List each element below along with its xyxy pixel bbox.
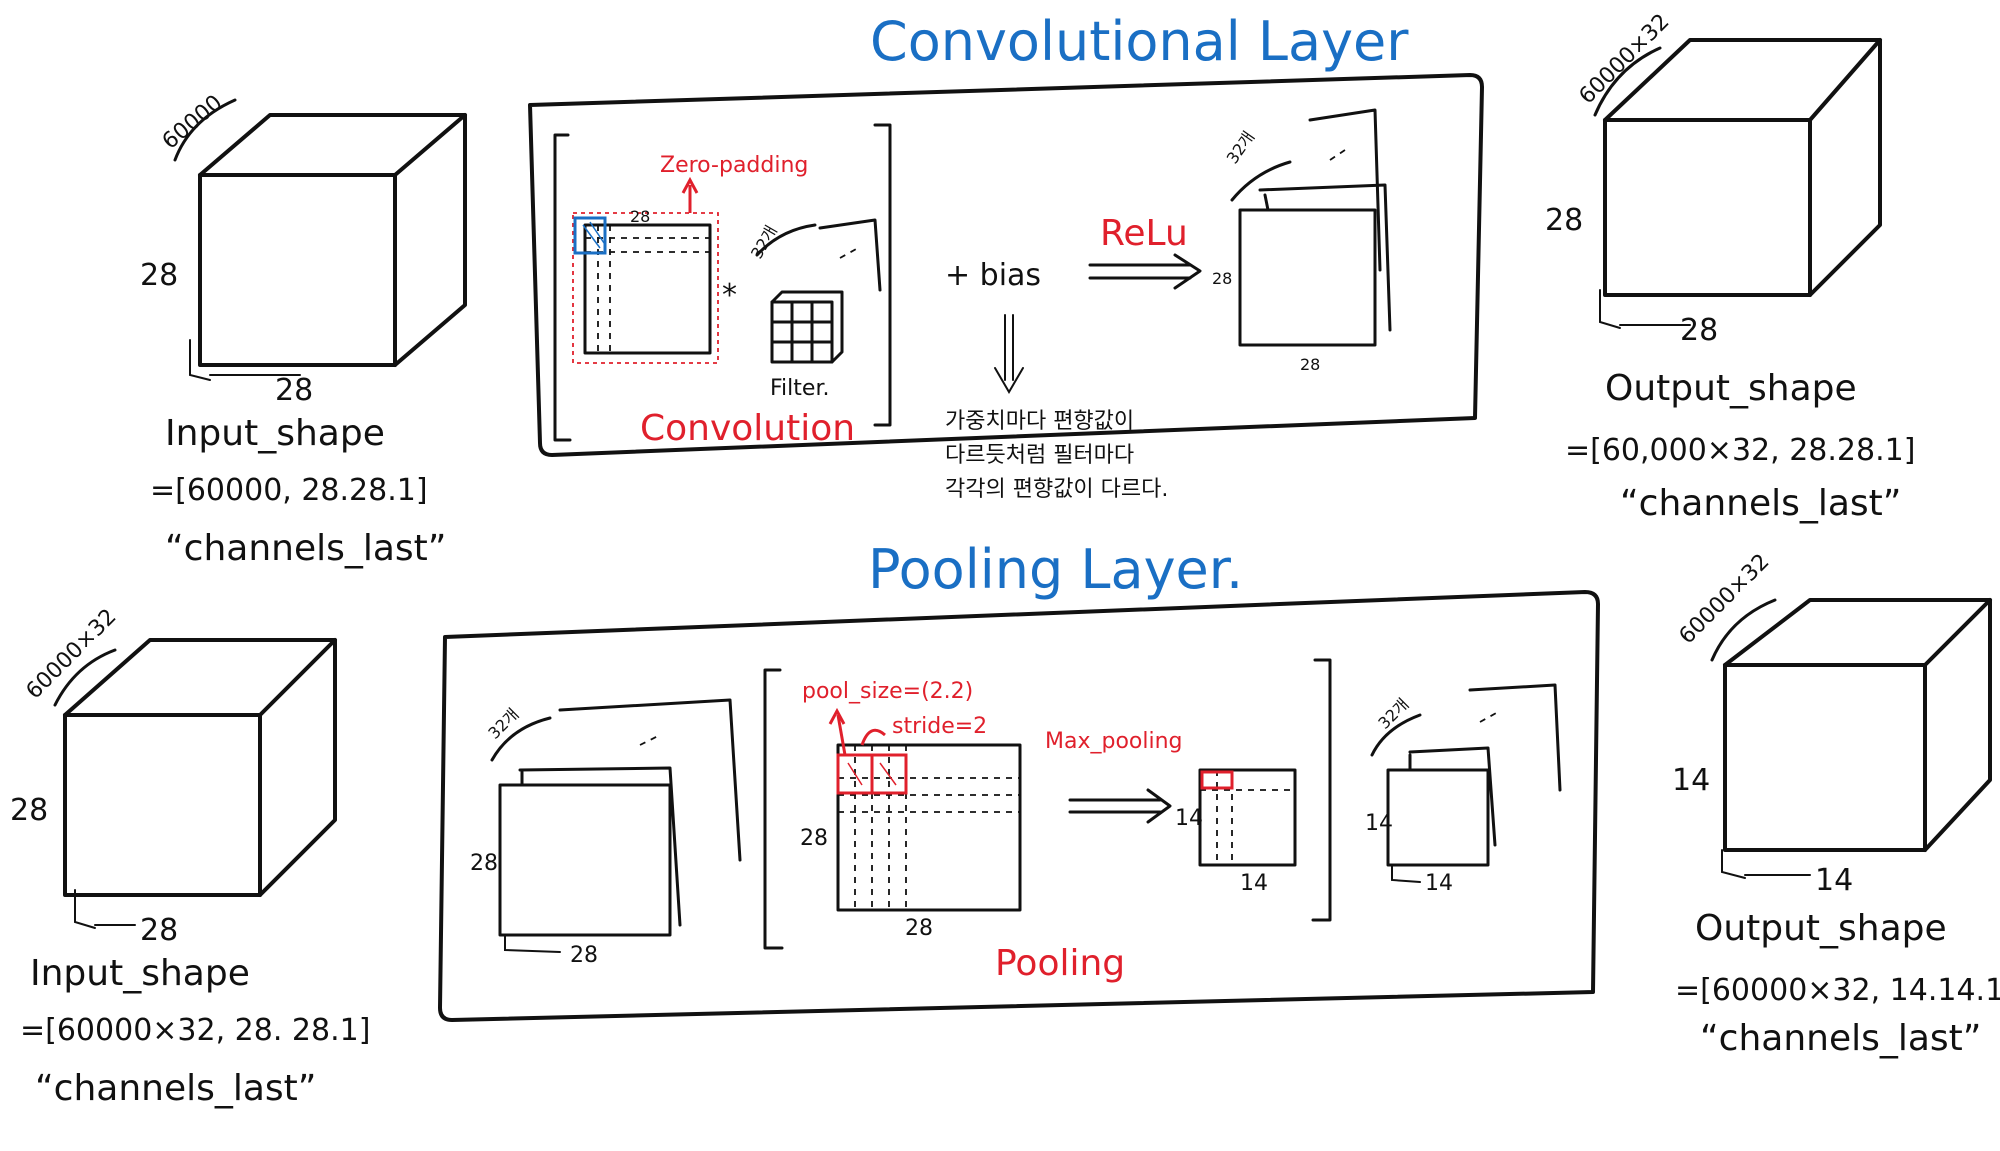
pooled-map-width-label: 14 [1240,871,1268,896]
conv-input-width-label: 28 [275,373,313,408]
pool-grid-height-label: 28 [800,826,828,851]
pool-stack-in-back [558,698,742,862]
feature-map-height-label: 28 [1212,269,1232,288]
conv-output-depth-arc [1593,46,1662,117]
pool-size-label: pool_size=(2.2) [802,679,973,704]
pooled-max-cells [1200,770,1234,790]
pool-window-2 [870,753,908,795]
stride-arrow [860,728,886,746]
conv-input-depth-label: 60000 [158,90,228,154]
stride-label: stride=2 [892,714,987,739]
conv-multiply-symbol: * [722,278,737,313]
conv-output-depth-label: 60000×32 [1575,9,1675,109]
conv-layer-box [528,73,1484,457]
feature-map-middle-layer [1258,183,1392,332]
relu-arrow [1088,253,1202,290]
pool-stack-in-middle [518,766,682,927]
conv-input-format: “channels_last” [165,528,446,569]
conv-output-height-label: 28 [1545,203,1583,238]
pool-input-width-label: 28 [140,913,178,948]
feature-map-back-layer [1308,108,1382,272]
pool-stack-out-middle [1408,746,1497,847]
bias-note-line-2: 다르듯처럼 필터마다 [945,443,1134,468]
pooled-map [1198,768,1297,867]
pool-input-format: “channels_last” [35,1068,316,1109]
pool-output-format: “channels_last” [1700,1018,1981,1059]
pool-stack-in-height-label: 28 [470,851,498,876]
pool-output-depth-label: 60000×32 [1675,549,1775,649]
pool-left-bracket [763,668,784,950]
filter-label: Filter. [770,376,829,401]
feature-map-count-label: 32개 [1223,128,1259,168]
feature-map-front [1238,208,1377,347]
pool-stack-in-front [498,783,672,937]
pool-stack-in-count-arc [490,716,552,762]
conv-output-cube [1603,38,1882,297]
pool-output-shape-value: =[60000×32, 14.14.1] [1675,973,2000,1008]
pool-size-arrow [836,714,847,756]
pool-input-cube [63,638,337,897]
pool-output-width-label: 14 [1815,863,1853,898]
conv-left-bracket [553,133,572,442]
max-pooling-arrow [1068,788,1172,824]
filter-count-arc [755,223,817,257]
convolution-label: Convolution [640,408,855,449]
pool-stack-out-height-label: 14 [1365,811,1393,836]
bias-note-line-1: 가중치마다 편향값이 [945,409,1134,434]
pool-right-bracket [1311,658,1332,922]
conv-right-bracket [873,123,892,427]
conv-output-shape-value: =[60,000×32, 28.28.1] [1565,433,1915,468]
pool-input-grid [836,743,1022,912]
zero-padding-label: Zero-padding [660,153,808,178]
conv-kernel-window [573,216,607,255]
zero-padding-border [572,212,719,364]
bias-label: + bias [945,258,1041,293]
pool-stack-in-count-label: 32개 [484,705,522,743]
pool-output-cube [1723,598,1992,852]
max-pooling-label: Max_pooling [1045,729,1183,754]
feature-map-count-arc [1230,160,1292,202]
feature-map-width-label: 28 [1300,355,1320,374]
pool-grid-width-label: 28 [905,916,933,941]
pool-stack-out-width-label: 14 [1425,871,1453,896]
pool-layer-box [438,590,1600,1022]
pool-input-height-label: 28 [10,793,48,828]
pool-input-depth-arc [53,648,117,707]
pool-stack-out-front [1386,768,1490,867]
pooling-label: Pooling [995,943,1125,984]
conv-input-shape-caption: Input_shape [165,413,385,454]
conv-layer-title: Convolutional Layer [870,10,1409,73]
pool-stack-out-count-arc [1370,713,1422,757]
pool-stack-out-back [1468,683,1562,792]
conv-input-shape-value: =[60000, 28.28.1] [150,473,428,508]
conv-output-shape-caption: Output_shape [1605,368,1857,409]
bias-note-arrow [994,314,1024,394]
filter-grid [770,290,844,364]
conv-input-height-label: 28 [140,258,178,293]
pool-input-shape-value: =[60000×32, 28. 28.1] [20,1013,370,1048]
bias-note-line-3: 각각의 편향값이 다르다. [945,477,1168,502]
filter-back-layer [818,218,882,292]
pool-output-shape-caption: Output_shape [1695,908,1947,949]
conv-output-width-label: 28 [1680,313,1718,348]
pool-layer-title: Pooling Layer. [868,538,1243,601]
pool-input-shape-caption: Input_shape [30,953,250,994]
padded-grid-width-label: 28 [630,207,650,226]
pool-output-height-label: 14 [1672,763,1710,798]
padded-input-grid [583,223,712,355]
conv-input-cube [198,113,467,367]
relu-label: ReLu [1100,213,1188,254]
conv-input-depth-arc [173,98,237,162]
conv-input-height-bracket [189,339,211,381]
pooled-map-height-label: 14 [1175,806,1203,831]
pool-output-depth-arc [1710,598,1777,662]
pool-stack-out-count-label: 32개 [1374,695,1412,733]
conv-output-format: “channels_last” [1620,483,1901,524]
filter-count-label: 32개 [747,222,781,262]
pool-stack-in-width-label: 28 [570,943,598,968]
